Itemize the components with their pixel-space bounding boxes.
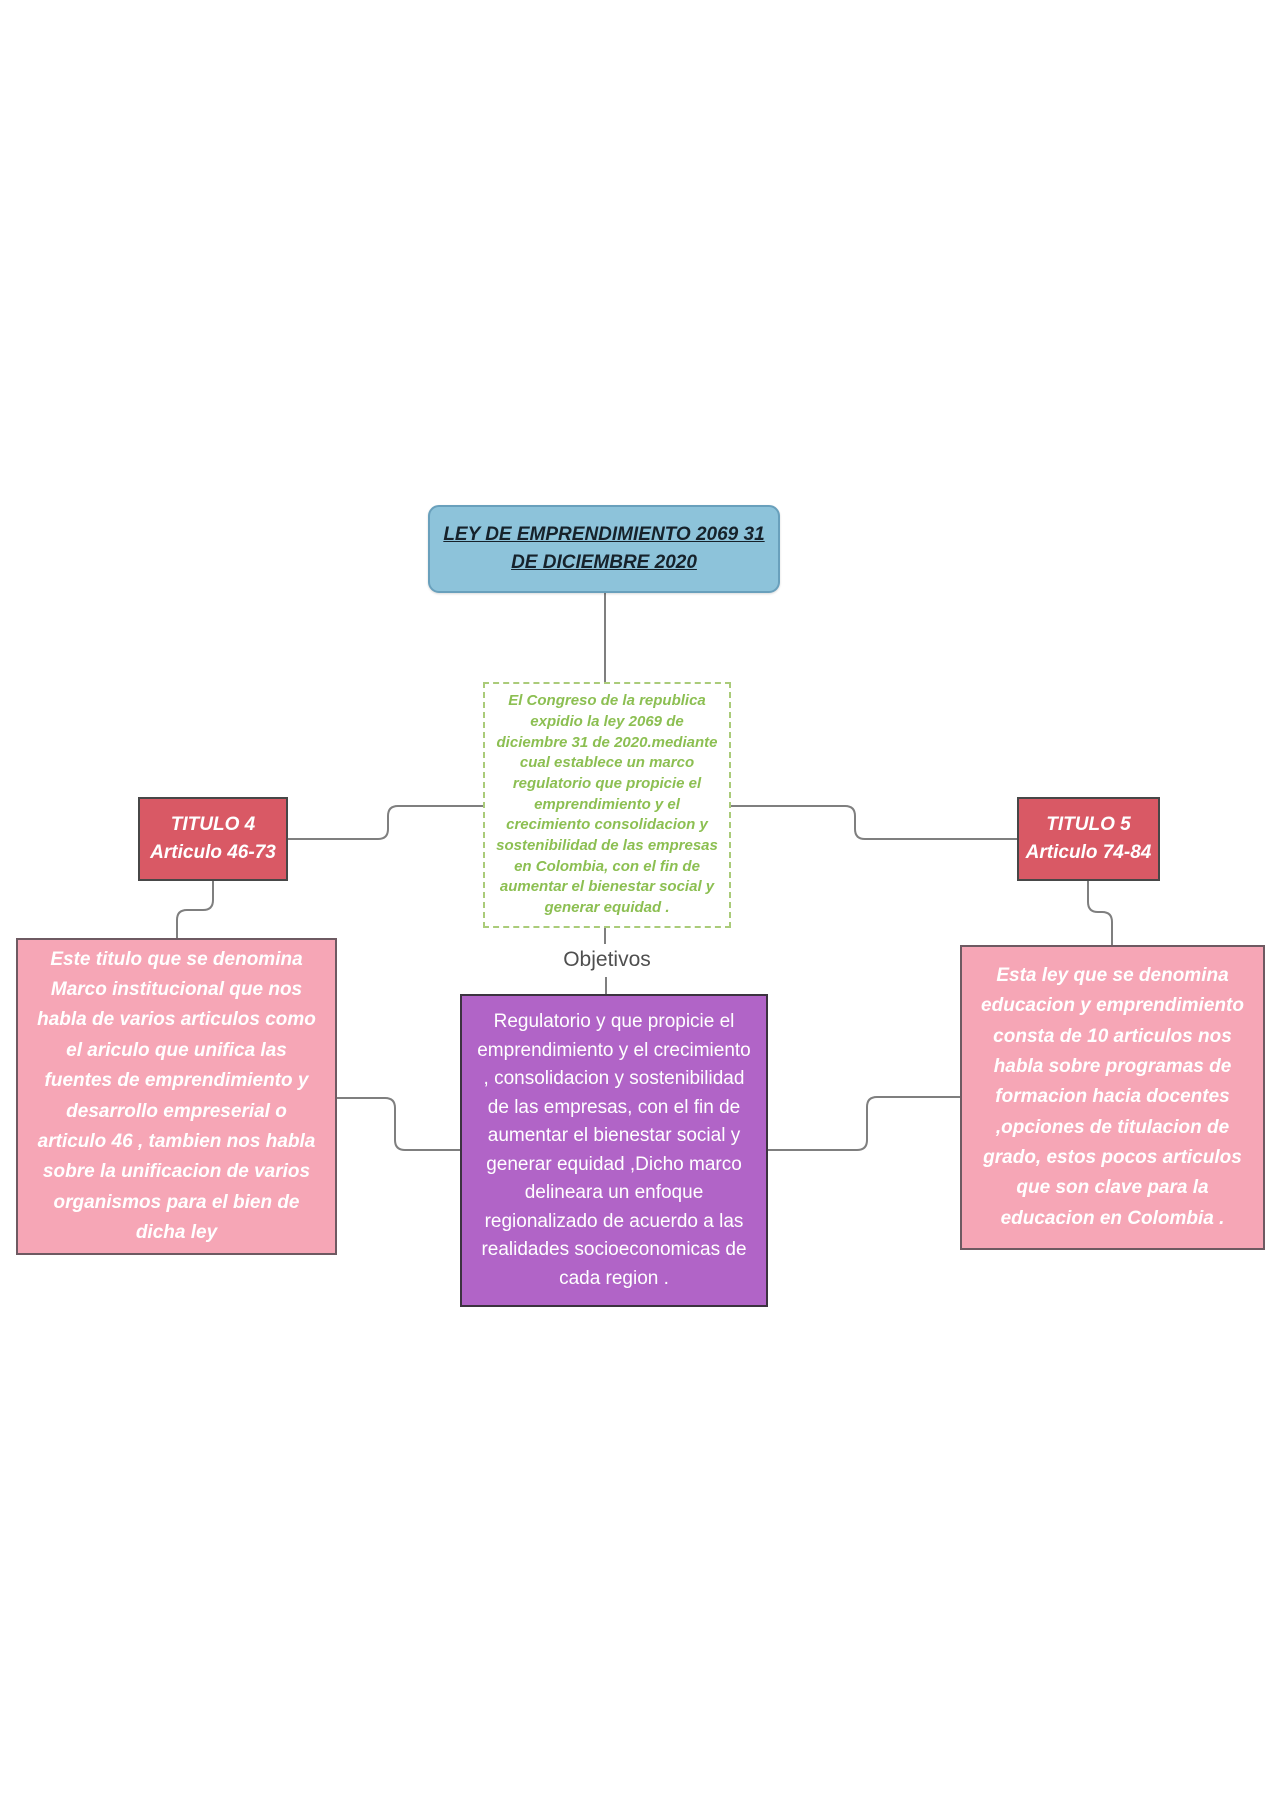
titulo5-text: TITULO 5 Articulo 74-84 — [1026, 811, 1152, 866]
connector-detail4-to-objectives — [337, 1097, 460, 1151]
titulo4-detail-text: Este titulo que se denomina Marco instit… — [37, 948, 316, 1244]
titulo5-line2: Articulo 74-84 — [1025, 842, 1152, 863]
titulo5-detail-text: Esta ley que se denomina educacion y emp… — [981, 964, 1244, 1229]
connector-titulo5-to-detail — [1087, 881, 1113, 945]
connector-objectives-to-detail5 — [768, 1096, 960, 1151]
law-title-line2: DE DICIEMBRE 2020 — [511, 552, 697, 573]
titulo4-text: TITULO 4 Articulo 46-73 — [150, 811, 276, 866]
titulo4-detail-box: Este titulo que se denomina Marco instit… — [16, 938, 337, 1255]
connector-titulo4-to-detail — [176, 881, 214, 938]
titulo4-box: TITULO 4 Articulo 46-73 — [138, 797, 288, 881]
law-title-text: LEY DE EMPRENDIMIENTO 2069 31 DE DICIEMB… — [443, 521, 764, 576]
titulo4-line2: Articulo 46-73 — [150, 842, 276, 863]
connector-titulo4-to-note — [288, 805, 483, 840]
law-title-line1: LEY DE EMPRENDIMIENTO 2069 31 — [443, 524, 765, 546]
congress-note-box: El Congreso de la republica expidio la l… — [483, 682, 731, 928]
objetivos-label: Objetivos — [563, 948, 651, 971]
law-title-box: LEY DE EMPRENDIMIENTO 2069 31 DE DICIEMB… — [428, 505, 780, 593]
titulo4-line1: TITULO 4 — [170, 814, 256, 836]
objectives-text: Regulatorio y que propicie el emprendimi… — [477, 1011, 751, 1289]
objectives-box: Regulatorio y que propicie el emprendimi… — [460, 994, 768, 1307]
titulo5-box: TITULO 5 Articulo 74-84 — [1017, 797, 1160, 881]
titulo5-line1: TITULO 5 — [1046, 814, 1131, 836]
titulo5-detail-box: Esta ley que se denomina educacion y emp… — [960, 945, 1265, 1250]
connector-note-to-titulo5 — [731, 805, 1017, 840]
congress-note-text: El Congreso de la republica expidio la l… — [496, 692, 718, 917]
